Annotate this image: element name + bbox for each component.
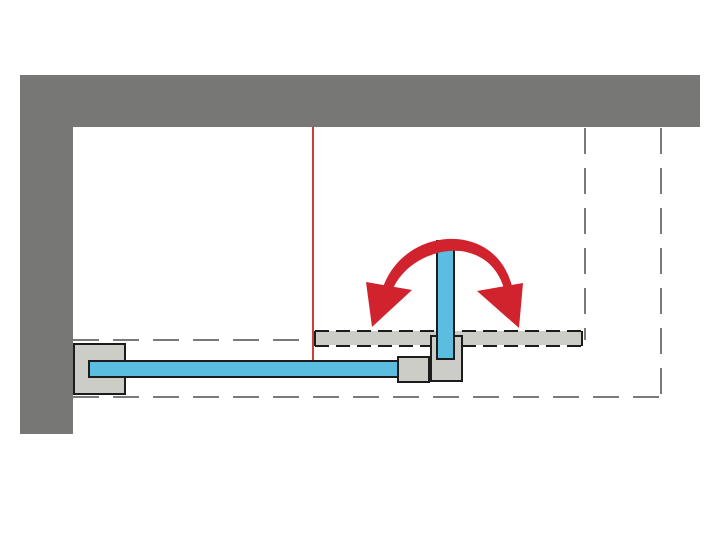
top-wall [20,75,700,127]
double-headed-curved-arrow-icon [366,238,523,328]
connector-profile [397,356,430,383]
fixed-glass-panel [88,360,402,378]
dashed-enclosure-outline [73,128,662,398]
left-wall [20,127,73,434]
swing-glass-door [436,240,455,360]
